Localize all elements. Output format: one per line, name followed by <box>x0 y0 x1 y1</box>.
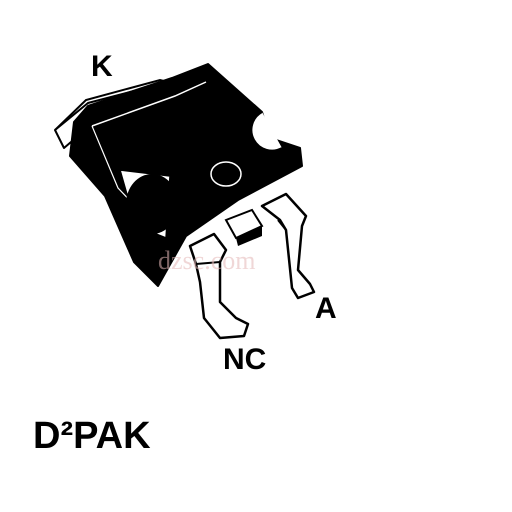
lead-a <box>260 192 316 300</box>
watermark-text: dzsc.com <box>158 246 256 275</box>
pin-label-a: A <box>315 292 337 325</box>
center-lead-stub <box>224 208 264 246</box>
lead-nc <box>188 232 250 340</box>
package-body <box>69 63 303 287</box>
package-name: D²PAK <box>33 415 151 457</box>
pin-one-dot <box>210 161 242 187</box>
front-notch <box>118 169 178 240</box>
pin-label-k: K <box>91 50 113 83</box>
pin-label-nc: NC <box>223 343 267 376</box>
